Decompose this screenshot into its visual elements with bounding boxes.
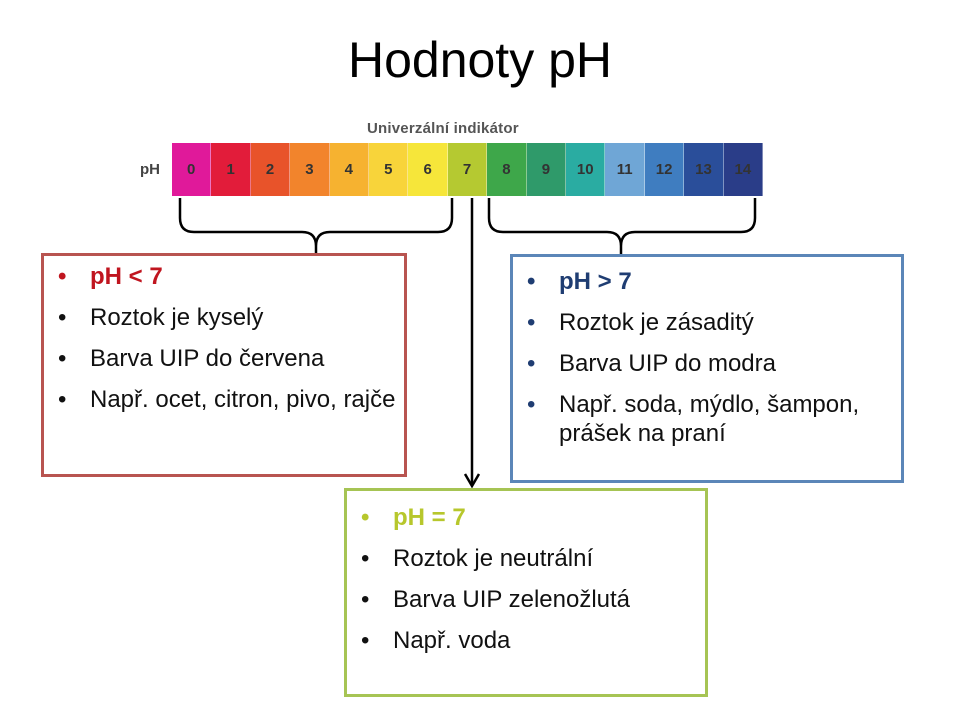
base-box: pH > 7 Roztok je zásaditý Barva UIP do m… — [510, 254, 904, 483]
ph-cell-7: 7 — [447, 143, 488, 196]
ph-cell-3: 3 — [290, 143, 330, 196]
ph-cell-4: 4 — [329, 143, 370, 196]
ph-cell-2: 2 — [250, 143, 291, 196]
neutral-box: pH = 7 Roztok je neutrální Barva UIP zel… — [344, 488, 708, 697]
ph-axis-label: pH — [140, 161, 160, 178]
ph-cell-9: 9 — [526, 143, 567, 196]
base-item: Např. soda, mýdlo, šampon, prášek na pra… — [513, 390, 901, 448]
ph-cell-14: 14 — [723, 143, 764, 196]
base-bracket — [487, 198, 757, 268]
acid-bracket — [178, 198, 454, 268]
neutral-item: Barva UIP zelenožlutá — [347, 585, 705, 614]
ph-cell-6: 6 — [408, 143, 448, 196]
acid-box: pH < 7 Roztok je kyselý Barva UIP do čer… — [41, 253, 407, 477]
ph-cell-11: 11 — [605, 143, 645, 196]
page-title: Hodnoty pH — [347, 32, 613, 88]
ph-cell-13: 13 — [684, 143, 724, 196]
base-heading: pH > 7 — [513, 267, 901, 296]
neutral-arrowhead — [463, 473, 481, 489]
ph-cell-1: 1 — [211, 143, 251, 196]
acid-item: Roztok je kyselý — [44, 303, 404, 332]
base-item: Barva UIP do modra — [513, 349, 901, 378]
base-item: Roztok je zásaditý — [513, 308, 901, 337]
neutral-heading: pH = 7 — [347, 503, 705, 532]
ph-cell-0: 0 — [172, 143, 212, 196]
neutral-item: Roztok je neutrální — [347, 544, 705, 573]
acid-heading: pH < 7 — [44, 262, 404, 291]
ph-cell-12: 12 — [644, 143, 685, 196]
acid-item: Např. ocet, citron, pivo, rajče — [44, 385, 404, 414]
ph-cell-10: 10 — [566, 143, 606, 196]
ph-cell-5: 5 — [369, 143, 409, 196]
neutral-item: Např. voda — [347, 626, 705, 655]
indicator-caption: Univerzální indikátor — [367, 120, 519, 137]
ph-cell-8: 8 — [487, 143, 527, 196]
acid-item: Barva UIP do červena — [44, 344, 404, 373]
